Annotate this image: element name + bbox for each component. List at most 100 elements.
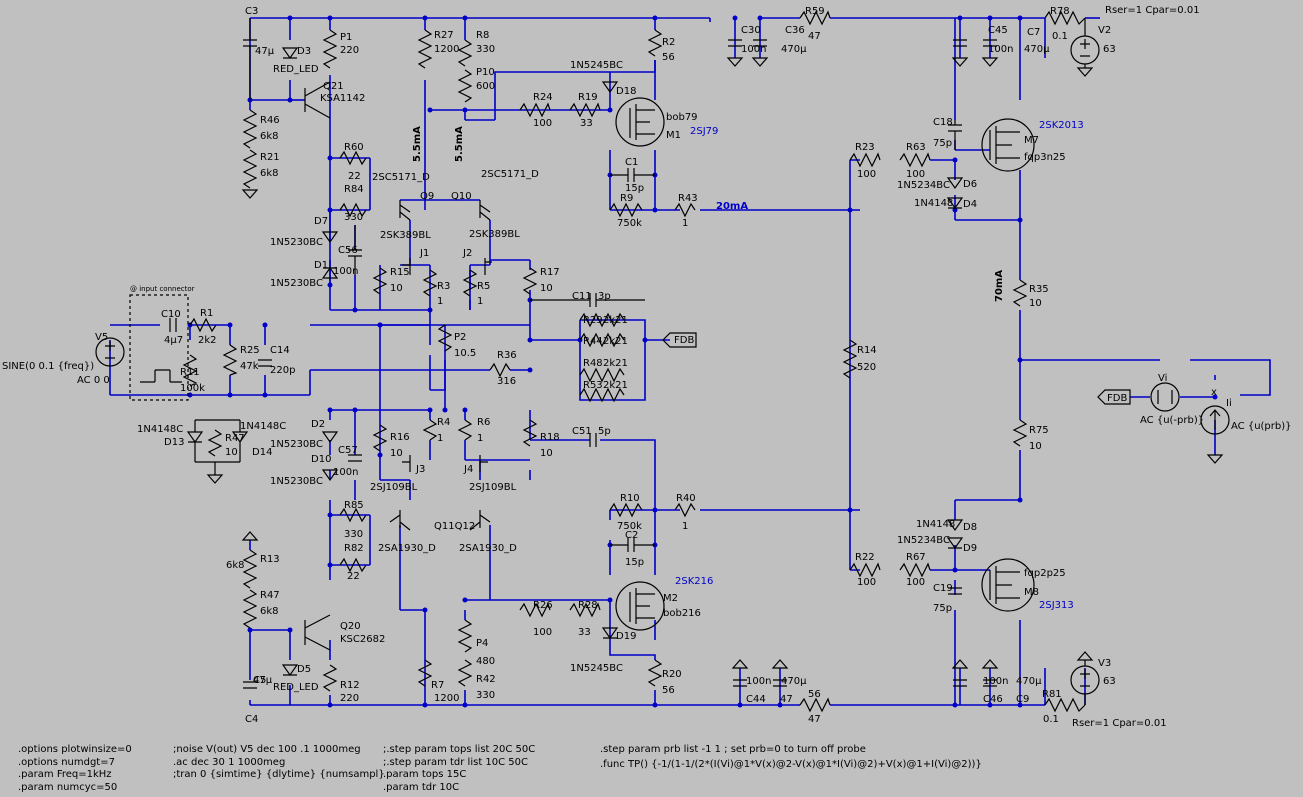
resistor-R5 xyxy=(462,269,478,297)
resistor-R10 xyxy=(609,502,643,518)
label-m2t: 2SK216 xyxy=(675,576,713,587)
label-j2: J2 xyxy=(462,248,472,259)
label-r19v: 33 xyxy=(580,118,593,129)
label-q10: Q10 xyxy=(451,191,472,202)
label-r4: R4 xyxy=(437,417,450,428)
resistor-R75 xyxy=(1012,419,1028,447)
cap-C36 xyxy=(753,39,767,47)
label-r19: R19 xyxy=(578,92,598,103)
directive-line[interactable]: .step param prb list -1 1 ; set prb=0 to… xyxy=(600,744,866,755)
cap-C2 xyxy=(610,538,655,552)
directive-line[interactable]: .param tdr 10C xyxy=(383,782,459,793)
label-d9: D9 xyxy=(963,543,977,554)
label-p10v: 600 xyxy=(476,81,495,92)
label-r36v: 316 xyxy=(497,376,516,387)
label-c14v: 220p xyxy=(270,365,295,376)
label-r17: R17 xyxy=(540,267,560,278)
directive-line[interactable]: ;.step param tdr list 10C 50C xyxy=(383,757,528,768)
label-r9v: 750k xyxy=(617,218,642,229)
label-r43v: 1 xyxy=(682,218,688,229)
label-c3: C3 xyxy=(245,6,258,17)
label-v2: V2 xyxy=(1098,25,1111,36)
label-r82v: 22 xyxy=(347,571,360,582)
label-d13v: 1N4148C xyxy=(137,424,183,435)
resistor-R42 xyxy=(457,659,473,687)
label-r5v: 1 xyxy=(477,296,483,307)
resistor-R44 xyxy=(579,332,625,348)
resistor-R8 xyxy=(457,39,473,67)
label-r60: R60 xyxy=(344,142,364,153)
label-r53v: 2k21 xyxy=(603,380,628,391)
resistor-R4 xyxy=(422,419,438,441)
label-p4: P4 xyxy=(476,638,488,649)
label-c18v: 75p xyxy=(933,138,952,149)
directive-line[interactable]: .param Freq=1kHz xyxy=(18,769,112,780)
directive-line[interactable]: .options numdgt=7 xyxy=(18,757,115,768)
label-r12: R12 xyxy=(340,680,360,691)
label-d13: D13 xyxy=(164,437,184,448)
bjt-Q10 xyxy=(479,200,491,221)
label-d2: D2 xyxy=(311,419,325,430)
directive-line[interactable]: ;noise V(out) V5 dec 100 .1 1000meg xyxy=(173,744,361,755)
ground-4 xyxy=(206,454,1224,541)
label-r26v: 100 xyxy=(533,627,552,638)
directive-line[interactable]: .ac dec 30 1 1000meg xyxy=(173,757,285,768)
label-d8: D8 xyxy=(963,522,977,533)
directive-line[interactable]: .param tops 15C xyxy=(383,769,466,780)
label-c46v: 100n xyxy=(983,676,1008,687)
label-q11t: 2SA1930_D xyxy=(378,543,436,554)
label-r81: R81 xyxy=(1042,689,1062,700)
diode-D19 xyxy=(601,627,619,640)
label-r9: R9 xyxy=(620,193,633,204)
junctions xyxy=(187,15,1218,708)
label-r20: R20 xyxy=(662,669,682,680)
bjt-Q21 xyxy=(304,81,331,119)
cap-C44 xyxy=(733,679,747,687)
label-j2t: 2SK389BL xyxy=(469,229,520,240)
label-c44: C44 xyxy=(746,694,766,705)
directive-line[interactable]: .options plotwinsize=0 xyxy=(18,744,132,755)
label-q21: Q21 xyxy=(323,81,344,92)
resistor-R81 xyxy=(1044,697,1086,713)
label-r7v: 1200 xyxy=(434,693,459,704)
label-v5: V5 xyxy=(95,332,108,343)
label-c2v: 15p xyxy=(625,557,644,568)
resistor-R6 xyxy=(457,419,473,441)
label-r35v: 10 xyxy=(1029,298,1042,309)
label-j1: J1 xyxy=(419,248,429,259)
label-d4: D4 xyxy=(963,199,977,210)
bjt-Q12 xyxy=(469,510,491,531)
resistor-R17 xyxy=(522,267,538,295)
cap-C11 xyxy=(530,293,645,307)
resistor-R7 xyxy=(417,659,433,687)
label-r46: R46 xyxy=(260,115,280,126)
resistor-R24 xyxy=(519,102,551,118)
label-c7: C7 xyxy=(1027,27,1040,38)
label-c46: C46 xyxy=(983,694,1003,705)
directive-line[interactable]: .param numcyc=50 xyxy=(18,782,117,793)
diode-D2 xyxy=(321,431,339,444)
label-r47b: R47 xyxy=(260,590,280,601)
label-c11: C11 xyxy=(572,291,592,302)
label-r48: R48 xyxy=(583,358,603,369)
cap-C9 xyxy=(983,679,997,687)
label-d14v: 1N4148C xyxy=(240,421,286,432)
label-p2: P2 xyxy=(454,332,466,343)
bjt-Q20 xyxy=(304,614,331,651)
label-d5: D5 xyxy=(297,664,311,675)
label-r24v: 100 xyxy=(533,118,552,129)
label-r63v: 100 xyxy=(906,169,925,180)
resistor-R56 xyxy=(799,697,831,713)
label-r6v: 1 xyxy=(477,433,483,444)
label-m7v: fqp3n25 xyxy=(1024,152,1066,163)
label-c10: C10 xyxy=(161,309,181,320)
label-m7: M7 xyxy=(1024,135,1039,146)
label-r10: R10 xyxy=(620,493,640,504)
label-r7: R7 xyxy=(431,680,444,691)
label-c4: C4 xyxy=(245,714,258,725)
directive-line[interactable]: .func TP() {-1/(1-1/(2*(I(Vi)@1*V(x)@2-V… xyxy=(600,759,982,770)
directive-line[interactable]: ;tran 0 {simtime} {dlytime} {numsampl} xyxy=(173,769,385,780)
directive-line[interactable]: ;.step param tops list 20C 50C xyxy=(383,744,535,755)
label-r22: R22 xyxy=(855,552,875,563)
